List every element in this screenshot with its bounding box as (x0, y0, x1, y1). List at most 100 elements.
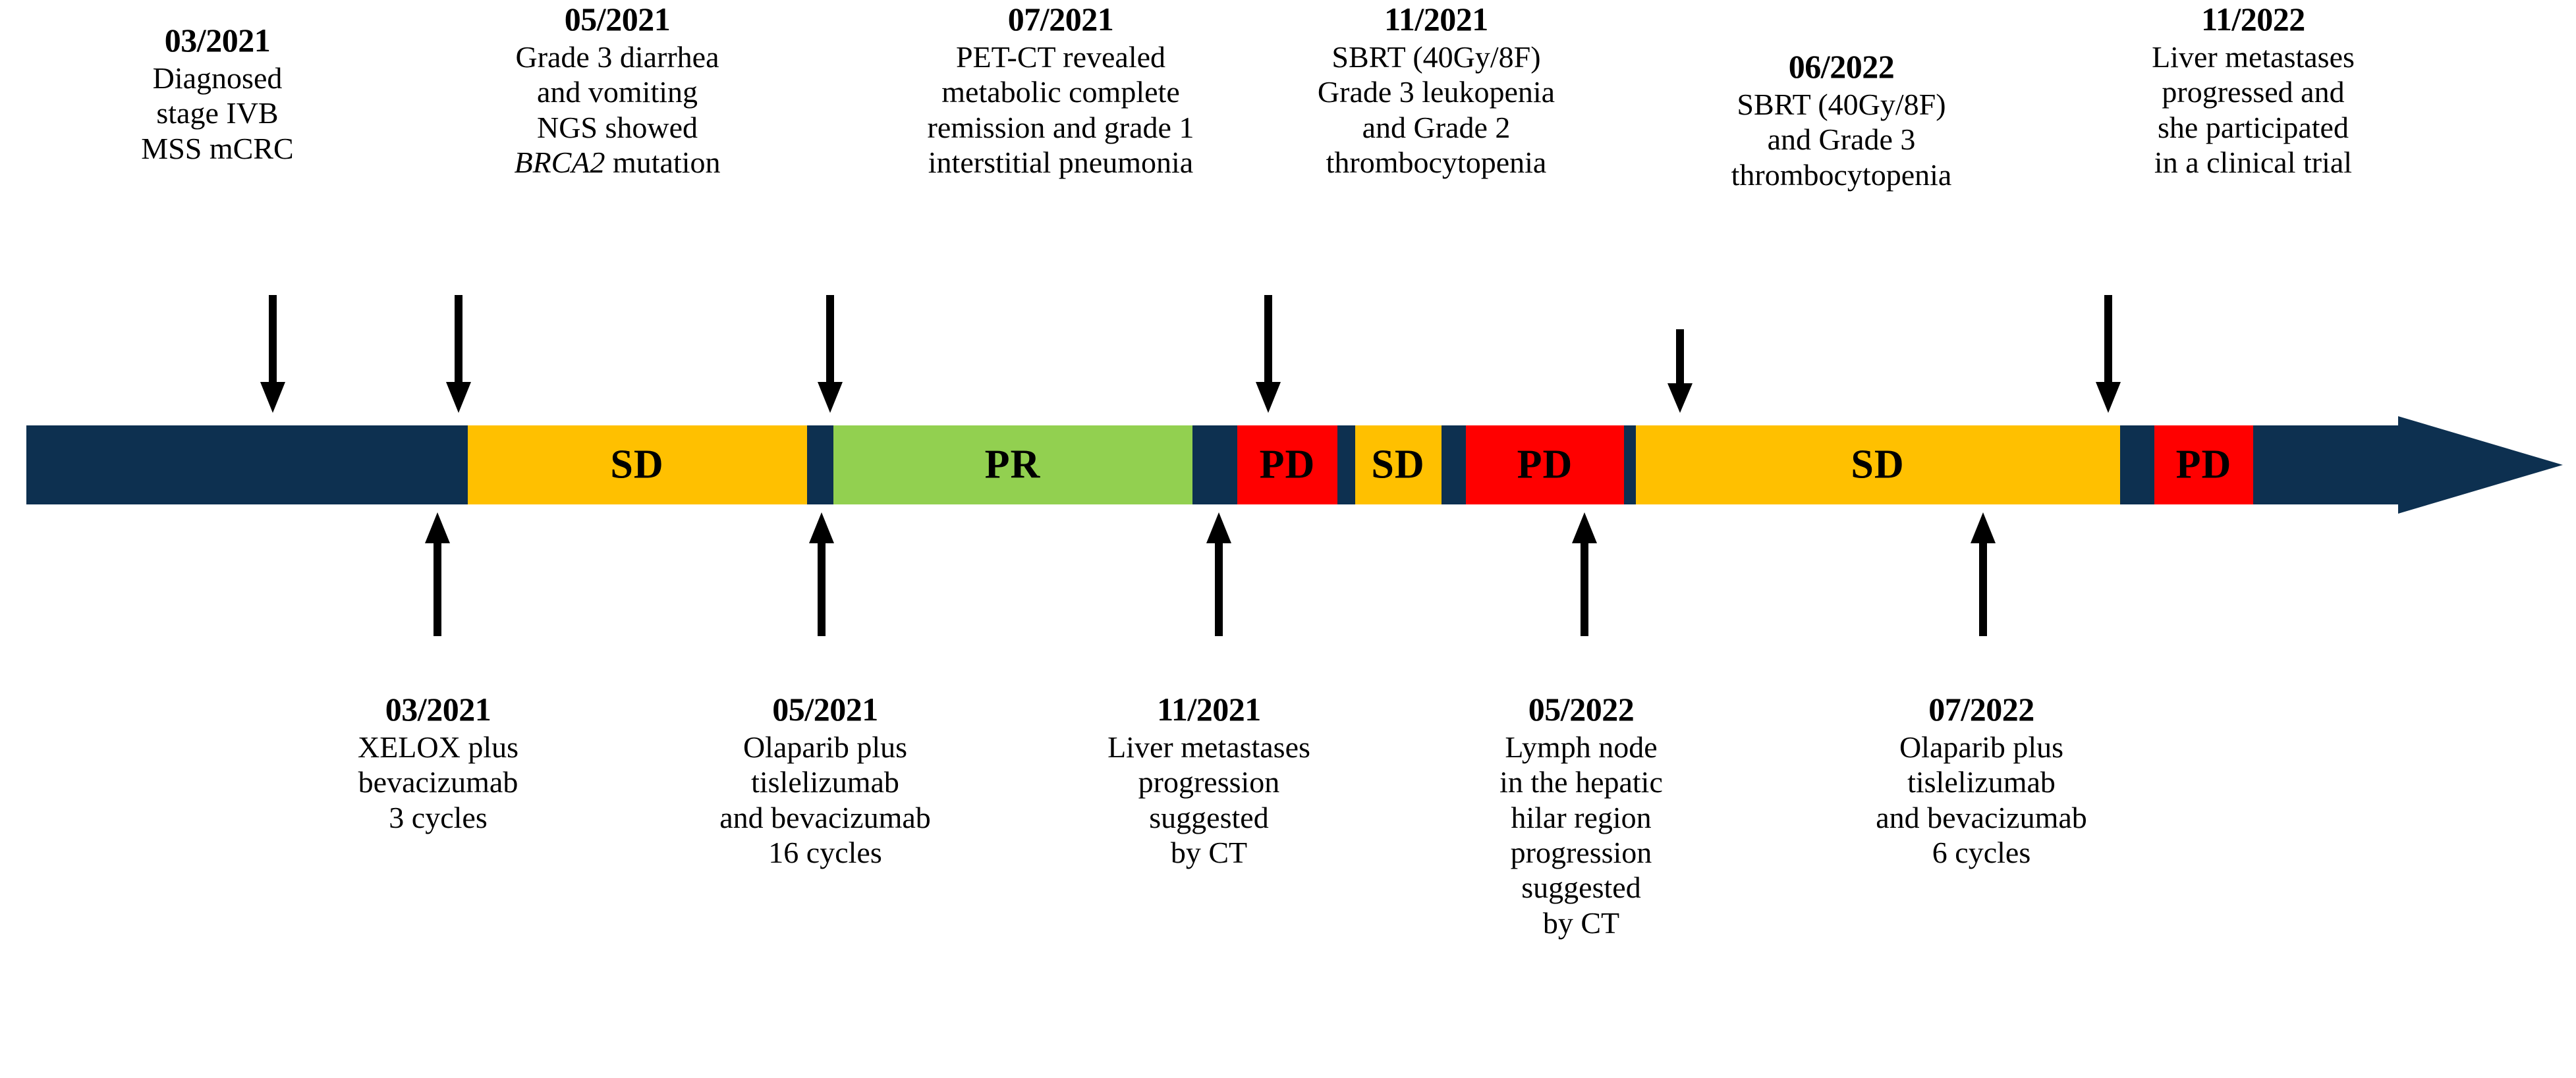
event-line: suggested (1149, 800, 1269, 834)
event-date: 03/2021 (164, 22, 271, 59)
event-body: SBRT (40Gy/8F) Grade 3 leukopenia and Gr… (1232, 40, 1640, 180)
event-above-2: 07/2021 PET-CT revealed metabolic comple… (837, 0, 1285, 180)
event-line: Lymph node (1505, 730, 1658, 764)
event-line: 16 cycles (768, 836, 882, 870)
event-line: hilar region (1511, 800, 1652, 834)
segment-label-pr-1: PR (984, 442, 1041, 487)
segment-pr-1 (833, 425, 1192, 504)
event-line: 3 cycles (389, 800, 488, 834)
event-line: SBRT (40Gy/8F) (1331, 40, 1541, 74)
event-above-1: 05/2021 Grade 3 diarrhea and vomiting NG… (443, 0, 792, 180)
event-below-3: 05/2022 Lymph node in the hepatic hilar … (1436, 690, 1726, 940)
event-body: XELOX plus bevacizumab 3 cycles (290, 730, 586, 835)
event-body: Diagnosed stage IVB MSS mCRC (79, 61, 356, 166)
up-arrow-0 (424, 512, 451, 636)
down-arrow-5 (2095, 295, 2121, 414)
down-arrow-0 (260, 295, 286, 414)
event-line: thrombocytopenia (1731, 157, 1952, 192)
segment-sd-1 (468, 425, 807, 504)
event-line: 6 cycles (1932, 836, 2031, 870)
event-line: progressed and (2162, 75, 2345, 109)
event-date: 07/2021 (1007, 1, 1114, 38)
event-above-5: 11/2022 Liver metastases progressed and … (2049, 0, 2457, 180)
event-line: tislelizumab (1907, 765, 2056, 799)
event-line: metabolic complete (941, 75, 1180, 109)
event-date: 03/2021 (385, 691, 491, 728)
segment-sd-2 (1355, 425, 1442, 504)
event-body: PET-CT revealed metabolic complete remis… (837, 40, 1285, 180)
segment-pd-2 (1466, 425, 1624, 504)
event-line: she participated (2158, 110, 2349, 144)
event-line: and bevacizumab (719, 800, 931, 834)
event-line: XELOX plus (357, 730, 519, 764)
event-line: interstitial pneumonia (928, 146, 1194, 180)
event-line: by CT (1542, 905, 1620, 940)
event-line: Liver metastases (2152, 40, 2355, 74)
event-body: SBRT (40Gy/8F) and Grade 3 thrombocytope… (1640, 87, 2042, 192)
event-line: and bevacizumab (1876, 800, 2087, 834)
event-line: thrombocytopenia (1326, 146, 1547, 180)
event-body: Liver metastases progressed and she part… (2049, 40, 2457, 180)
down-arrow-3 (1255, 295, 1281, 414)
event-below-2: 11/2021 Liver metastases progression sug… (1057, 690, 1360, 870)
segment-label-pd-2: PD (1517, 442, 1573, 487)
event-line: and Grade 2 (1362, 110, 1511, 144)
event-line: and Grade 3 (1767, 122, 1916, 157)
segment-label-sd-1: SD (610, 442, 664, 487)
event-line: and vomiting (536, 75, 698, 109)
event-body: Olaparib plus tislelizumab and bevacizum… (672, 730, 978, 870)
up-arrow-3 (1571, 512, 1598, 636)
event-line: Olaparib plus (742, 730, 908, 764)
event-line: Liver metastases (1107, 730, 1310, 764)
segment-label-sd-3: SD (1851, 442, 1905, 487)
event-above-0: 03/2021 Diagnosed stage IVB MSS mCRC (79, 21, 356, 166)
segment-sd-3 (1636, 425, 2120, 504)
event-line: remission and grade 1 (927, 110, 1194, 144)
event-line: in a clinical trial (2154, 146, 2353, 180)
segment-label-pd-3: PD (2175, 442, 2232, 487)
event-date: 07/2022 (1928, 691, 2034, 728)
event-line: tislelizumab (751, 765, 899, 799)
down-arrow-2 (817, 295, 843, 414)
event-below-0: 03/2021 XELOX plus bevacizumab 3 cycles (290, 690, 586, 835)
event-line: stage IVB (156, 96, 279, 130)
event-line: NGS showed (536, 110, 698, 144)
event-line: SBRT (40Gy/8F) (1737, 88, 1946, 121)
event-body: Lymph node in the hepatic hilar region p… (1436, 730, 1726, 940)
down-arrow-1 (445, 295, 472, 414)
event-body: Liver metastases progression suggested b… (1057, 730, 1360, 870)
event-line-italic: BRCA2 mutation (514, 146, 721, 180)
up-arrow-4 (1970, 512, 1996, 636)
event-date: 11/2021 (1157, 691, 1261, 728)
down-arrow-4 (1667, 329, 1693, 414)
event-below-1: 05/2021 Olaparib plus tislelizumab and b… (672, 690, 978, 870)
segment-label-pd-1: PD (1259, 442, 1316, 487)
event-date: 11/2022 (2201, 1, 2305, 38)
event-below-4: 07/2022 Olaparib plus tislelizumab and b… (1828, 690, 2135, 870)
event-line: progression (1138, 765, 1280, 799)
segment-label-sd-2: SD (1371, 442, 1425, 487)
event-line: in the hepatic (1499, 765, 1663, 799)
event-line: Olaparib plus (1899, 730, 2064, 764)
event-line: by CT (1170, 836, 1248, 870)
event-above-3: 11/2021 SBRT (40Gy/8F) Grade 3 leukopeni… (1232, 0, 1640, 180)
event-line: PET-CT revealed (955, 40, 1166, 74)
event-date: 06/2022 (1788, 48, 1895, 85)
event-line: MSS mCRC (141, 131, 294, 165)
segment-pd-1 (1237, 425, 1337, 504)
event-line: progression (1510, 836, 1652, 870)
timeline-bar: SD PR PD SD PD SD PD (26, 416, 2563, 514)
event-date: 05/2022 (1528, 691, 1635, 728)
event-line: Grade 3 diarrhea (515, 40, 719, 74)
event-line: Grade 3 leukopenia (1317, 75, 1555, 109)
event-date: 05/2021 (564, 1, 671, 38)
up-arrow-2 (1206, 512, 1232, 636)
event-date: 05/2021 (772, 691, 878, 728)
segment-pd-3 (2154, 425, 2253, 504)
event-body: Grade 3 diarrhea and vomiting NGS showed… (443, 40, 792, 180)
event-body: Olaparib plus tislelizumab and bevacizum… (1828, 730, 2135, 870)
event-line: bevacizumab (358, 765, 518, 799)
event-date: 11/2021 (1384, 1, 1488, 38)
event-above-4: 06/2022 SBRT (40Gy/8F) and Grade 3 throm… (1640, 47, 2042, 192)
